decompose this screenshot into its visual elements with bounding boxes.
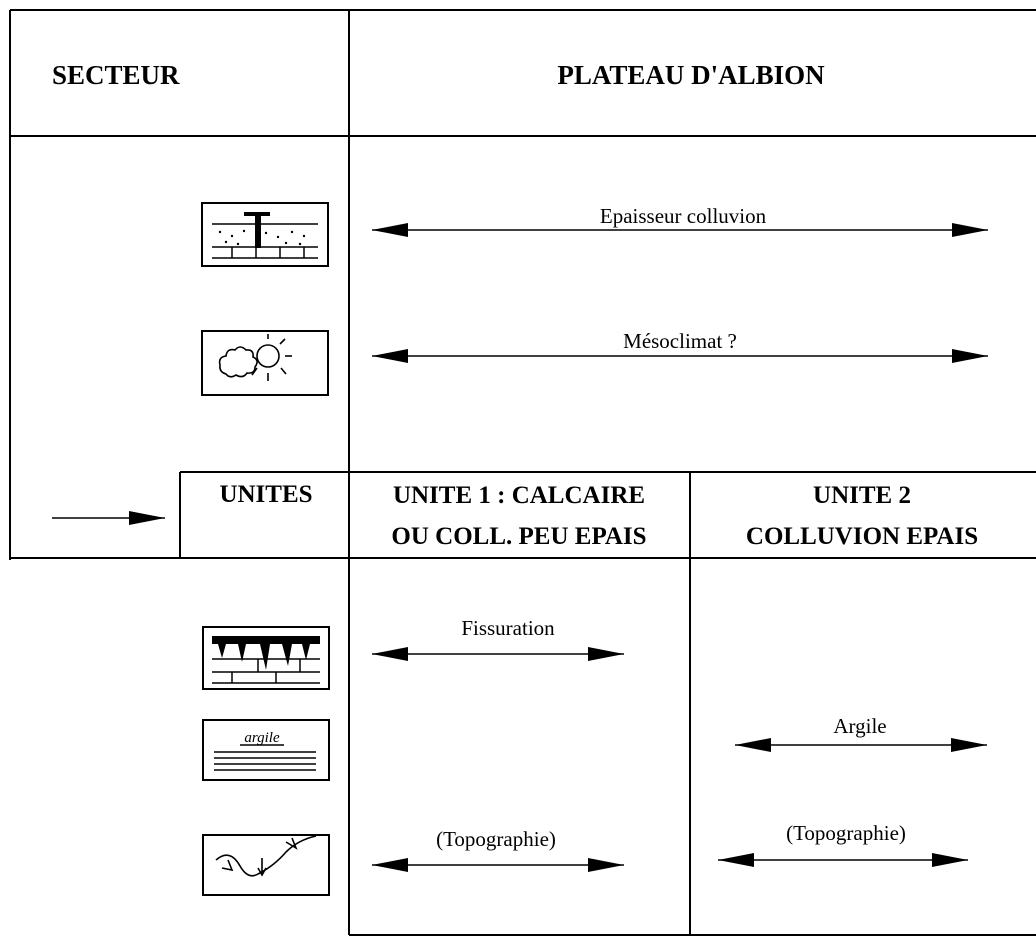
- topography-label-unit1: (Topographie): [436, 827, 556, 851]
- sun-cloud-icon: [201, 330, 329, 396]
- unit2-title-line1: UNITE 2: [813, 482, 911, 509]
- region-header: PLATEAU D'ALBION: [557, 60, 825, 90]
- unit2-title-line2: COLLUVION EPAIS: [746, 523, 978, 550]
- svg-text:argile: argile: [244, 730, 280, 746]
- clay-layer-icon: argile: [202, 719, 330, 781]
- colluvium-thickness-label: Epaisseur colluvion: [600, 204, 767, 228]
- topography-label-unit2: (Topographie): [786, 821, 906, 845]
- unit1-title-line1: UNITE 1 : CALCAIRE: [393, 482, 645, 509]
- fissured-limestone-icon: [202, 626, 330, 690]
- sector-header: SECTEUR: [52, 60, 180, 90]
- clay-label: Argile: [833, 714, 886, 738]
- table-grid: [9, 9, 1036, 936]
- mesoclimate-label: Mésoclimat ?: [623, 329, 737, 353]
- units-label: UNITES: [219, 481, 312, 508]
- unit1-title-line2: OU COLL. PEU EPAIS: [391, 523, 646, 550]
- colluvium-thickness-icon: [201, 202, 329, 267]
- topography-icon: [202, 834, 330, 896]
- fissuration-label: Fissuration: [461, 616, 555, 640]
